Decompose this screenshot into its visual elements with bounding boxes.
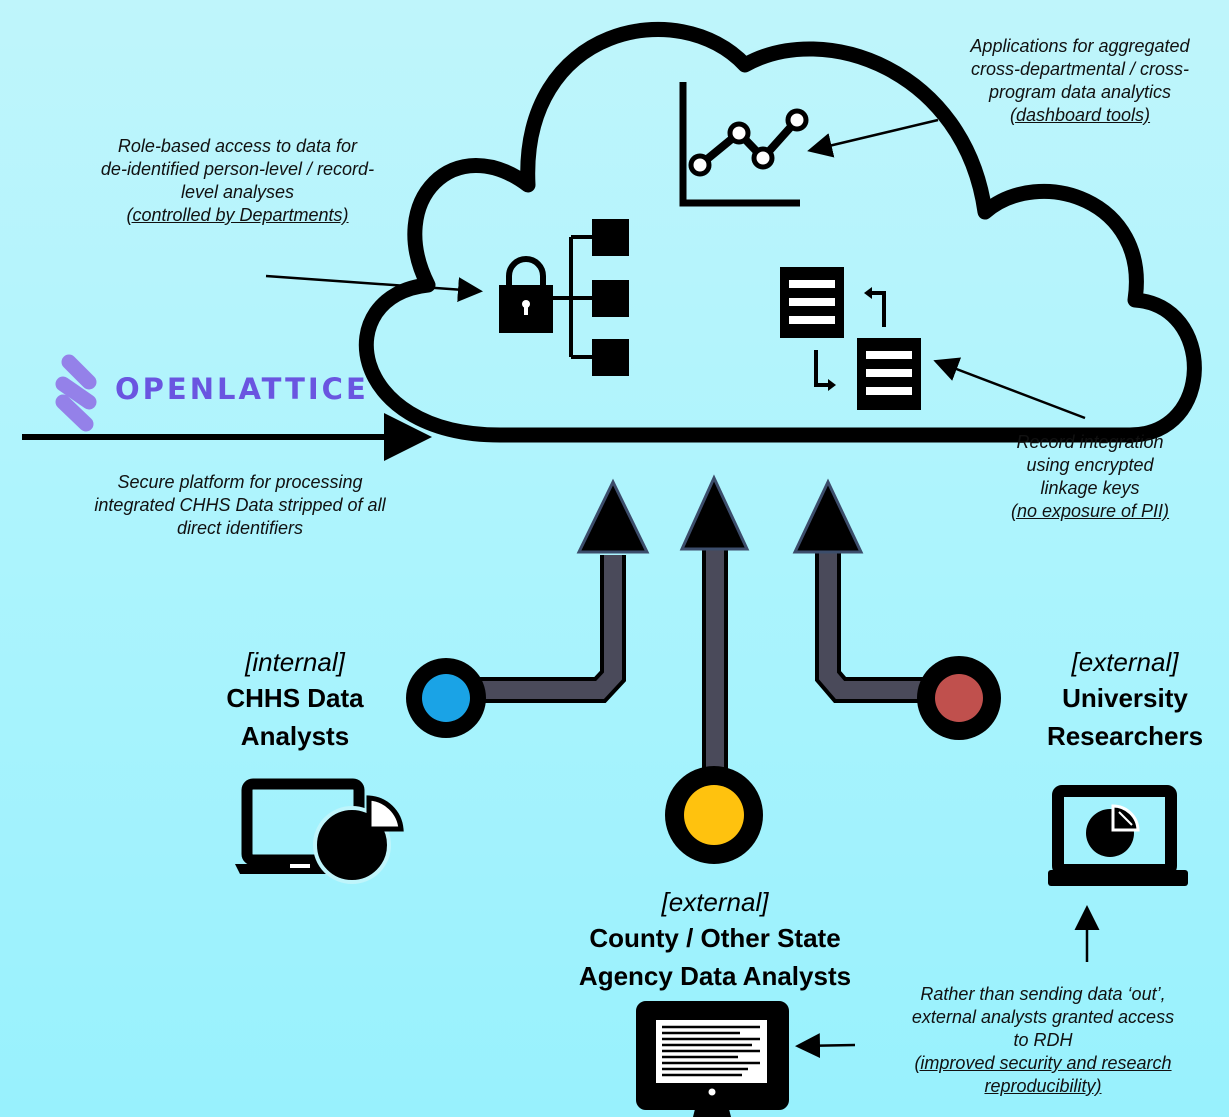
platform-note-line: direct identifiers xyxy=(176,518,304,538)
connector-pipes xyxy=(440,474,943,795)
access-note-line: external analysts granted access xyxy=(911,1007,1175,1027)
dashboard-note-line: program data analytics xyxy=(988,82,1172,102)
county-name: Agency Data Analysts xyxy=(578,961,852,991)
access-note-link: reproducibility) xyxy=(984,1076,1102,1096)
university-name: Researchers xyxy=(1046,721,1204,751)
access-note-line: to RDH xyxy=(1013,1030,1073,1050)
dashboard-note-link: (dashboard tools) xyxy=(1009,105,1151,125)
node-internal xyxy=(406,658,486,738)
line-chart-icon xyxy=(679,82,809,207)
node-university xyxy=(917,656,1001,740)
record-integration-note-line: Record integration xyxy=(1016,432,1164,452)
openlattice-logo-text: OPENLATTICE xyxy=(115,372,369,406)
record-integration-note-link: (no exposure of PII) xyxy=(1010,501,1170,521)
dashboard-note: Applications for aggregated cross-depart… xyxy=(935,35,1225,127)
cloud-icon xyxy=(358,21,1202,443)
hierarchy-icon xyxy=(553,219,629,376)
node-county xyxy=(665,766,763,864)
role-access-note-line: de-identified person-level / record- xyxy=(100,159,375,179)
monitor-document-icon xyxy=(636,1001,789,1117)
dashboard-note-line: cross-departmental / cross- xyxy=(970,59,1190,79)
role-access-note: Role-based access to data for de-identif… xyxy=(65,135,410,227)
role-access-note-line: level analyses xyxy=(180,182,295,202)
role-access-note-link: (controlled by Departments) xyxy=(126,205,349,225)
access-note-link: (improved security and research xyxy=(914,1053,1172,1073)
platform-note: Secure platform for processing integrate… xyxy=(50,471,430,540)
county-name: County / Other State xyxy=(589,923,841,953)
access-note: Rather than sending data ‘out’, external… xyxy=(873,983,1213,1098)
document-icon xyxy=(780,267,921,410)
record-integration-note-line: using encrypted xyxy=(1026,455,1154,475)
internal-tag: [internal] xyxy=(245,647,345,677)
role-access-note-line: Role-based access to data for xyxy=(117,136,358,156)
access-note-line: Rather than sending data ‘out’, xyxy=(920,984,1166,1004)
platform-note-line: Secure platform for processing xyxy=(117,472,363,492)
internal-name: Analysts xyxy=(240,721,350,751)
openlattice-logo-icon xyxy=(55,354,97,432)
university-tag: [external] xyxy=(1071,647,1179,677)
record-integration-note: Record integration using encrypted linka… xyxy=(985,431,1195,523)
county-group-label: [external] County / Other State Agency D… xyxy=(555,885,875,995)
laptop-pie-chart-icon xyxy=(1048,785,1188,886)
internal-group-label: [internal] CHHS Data Analysts xyxy=(195,645,395,755)
university-name: University xyxy=(1062,683,1188,713)
county-tag: [external] xyxy=(661,887,769,917)
dashboard-note-line: Applications for aggregated xyxy=(970,36,1190,56)
record-integration-note-line: linkage keys xyxy=(1040,478,1140,498)
platform-note-line: integrated CHHS Data stripped of all xyxy=(94,495,386,515)
internal-name: CHHS Data xyxy=(226,683,364,713)
lock-icon xyxy=(499,256,553,333)
laptop-pie-chart-icon xyxy=(235,778,404,884)
university-group-label: [external] University Researchers xyxy=(1025,645,1225,755)
